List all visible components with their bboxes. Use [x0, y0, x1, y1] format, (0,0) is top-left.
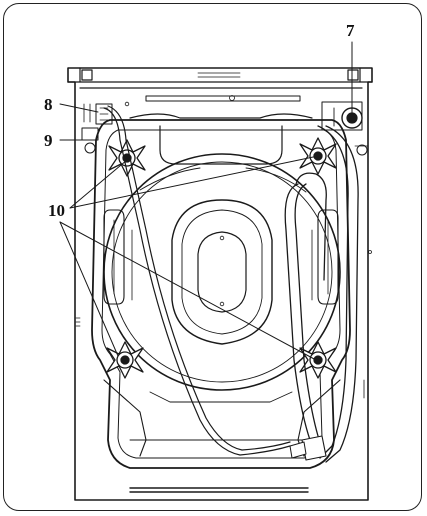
leader-10c [59, 221, 119, 357]
transit-bolts [106, 137, 337, 379]
callout-8: 8 [44, 95, 53, 114]
leader-lines [59, 41, 353, 361]
transit-bolt-bottom-right [299, 341, 337, 379]
leader-10a [69, 159, 128, 209]
callout-7: 7 [346, 21, 355, 40]
figure-frame [3, 3, 422, 511]
small-marks [75, 250, 372, 399]
center-recess [171, 199, 273, 345]
leader-10d [59, 221, 317, 361]
leader-8 [59, 103, 99, 113]
drum-cover [103, 153, 341, 391]
leader-10b [69, 155, 319, 209]
top-left-brackets [81, 101, 130, 154]
callout-10: 10 [48, 201, 65, 220]
callout-9: 9 [44, 131, 53, 150]
vent-slots [103, 209, 339, 305]
drain-hose [284, 125, 359, 463]
transit-bolt-bottom-left [106, 341, 144, 379]
power-cord [103, 105, 291, 456]
cabinet-outline [67, 67, 373, 501]
